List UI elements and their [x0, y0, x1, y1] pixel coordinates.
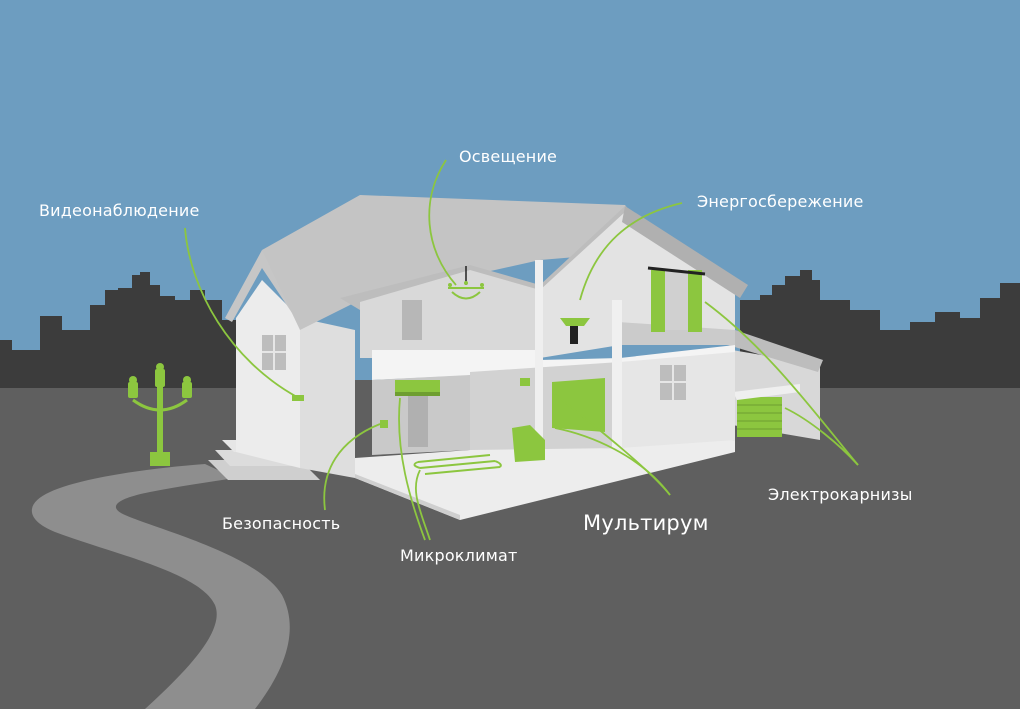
garage [728, 330, 823, 440]
leader-lighting [428, 159, 457, 286]
label-energy-saving: Энергосбережение [697, 192, 864, 211]
label-lighting: Освещение [459, 147, 558, 166]
leader-multiroom-2 [555, 394, 671, 496]
street-lamp [128, 363, 192, 466]
leader-climate-2 [415, 469, 431, 541]
leader-curtains-2 [784, 407, 859, 466]
leader-lines [184, 159, 859, 541]
leader-energy [579, 202, 683, 301]
label-curtains: Электрокарнизы [768, 485, 913, 504]
label-multiroom: Мультирум [583, 511, 709, 535]
label-security: Безопасность [222, 514, 341, 533]
label-climate: Микроклимат [400, 546, 518, 565]
house [225, 195, 748, 520]
city-skyline-left [0, 272, 240, 388]
leader-security [323, 423, 381, 511]
road [31, 464, 290, 709]
label-video-surveillance: Видеонаблюдение [39, 201, 200, 220]
leader-climate-1 [398, 397, 426, 541]
leader-curtains-1 [704, 301, 859, 466]
leader-video [184, 227, 298, 398]
